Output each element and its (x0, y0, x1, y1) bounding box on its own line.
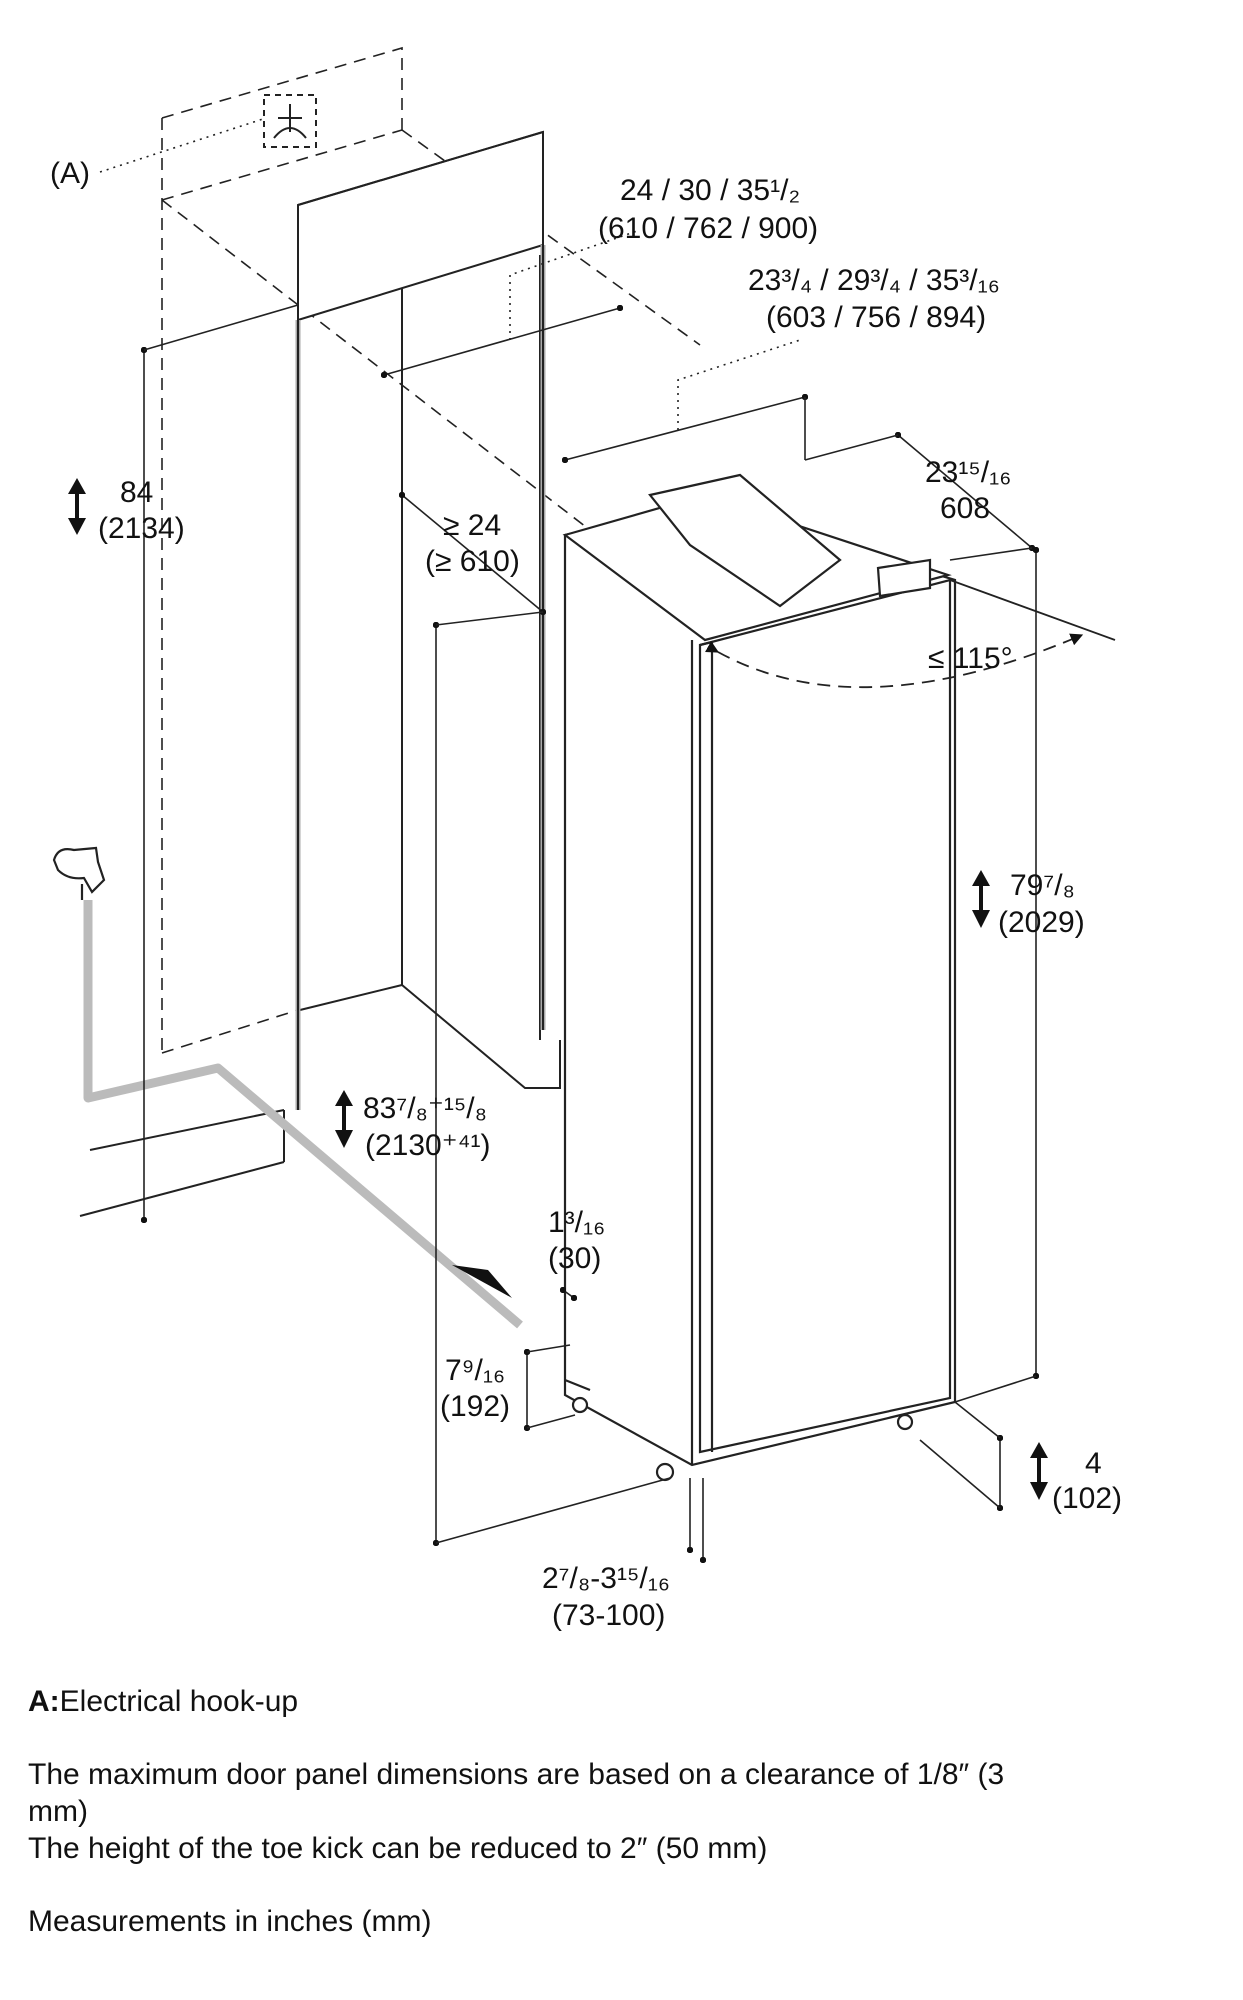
door-angle-label: ≤ 115° (928, 642, 1013, 675)
panel-offset-mm-label: (73-100) (552, 1599, 665, 1632)
units-note: Measurements in inches (mm) (28, 1905, 432, 1938)
water-height-mm-label: (192) (440, 1390, 510, 1423)
appliance-height-mm-label: (2029) (998, 906, 1085, 939)
water-tap-icon (52, 846, 106, 900)
legend-a-key: A: (28, 1685, 60, 1718)
arrow-up-down-icon (68, 478, 1048, 1500)
dimension-labels: 24 / 30 / 35¹/₂ (610 / 762 / 900) 23³/₄ … (98, 174, 1122, 1632)
gap-in-label: 1³/₁₆ (548, 1206, 605, 1239)
install-height-in-label: 83⁷/₈⁺¹⁵/₈ (363, 1092, 487, 1125)
water-line (83, 900, 523, 1329)
legend-a-text: Electrical hook-up (59, 1685, 299, 1718)
panel-width-in-label: 23³/₄ / 29³/₄ / 35³/₁₆ (748, 264, 1000, 297)
note-panel-clearance: The maximum door panel dimensions are ba… (28, 1758, 1005, 1828)
niche-walls (79, 245, 561, 1217)
water-line-arrow (452, 1265, 512, 1298)
note-toe-kick: The height of the toe kick can be reduce… (28, 1832, 768, 1865)
depth-mm-label: 608 (940, 492, 990, 525)
dimension-lines (140, 229, 1040, 1564)
toe-kick-in-label: 4 (1085, 1447, 1102, 1480)
installation-diagram: (A) ≤ 115° (50, 46, 1122, 1632)
width-mm-label: (610 / 762 / 900) (598, 212, 818, 245)
niche-height-mm-label: (2134) (98, 512, 185, 545)
appliance-height-in-label: 79⁷/₈ (1010, 869, 1075, 902)
width-in-label: 24 / 30 / 35¹/₂ (620, 174, 800, 207)
outlet-icon (263, 94, 317, 148)
legend-a: A:Electrical hook-up (28, 1683, 298, 1720)
niche-depth-in-label: ≥ 24 (443, 509, 501, 542)
gap-mm-label: (30) (548, 1242, 601, 1275)
depth-in-label: 23¹⁵/₁₆ (925, 456, 1011, 489)
niche-depth-mm-label: (≥ 610) (425, 545, 520, 578)
toe-kick-mm-label: (102) (1052, 1482, 1122, 1515)
angle-arc-icon (705, 579, 1116, 689)
panel-offset-in-label: 2⁷/₈-3¹⁵/₁₆ (542, 1562, 670, 1595)
door-panel-top (295, 130, 546, 1110)
callout-a: (A) (50, 157, 90, 190)
niche-height-in-label: 84 (120, 476, 153, 509)
callout-a-leader (99, 117, 267, 173)
appliance-body (562, 473, 957, 1482)
install-height-mm-label: (2130⁺⁴¹) (365, 1129, 490, 1162)
water-height-in-label: 7⁹/₁₆ (445, 1354, 505, 1387)
panel-width-mm-label: (603 / 756 / 894) (766, 301, 986, 334)
